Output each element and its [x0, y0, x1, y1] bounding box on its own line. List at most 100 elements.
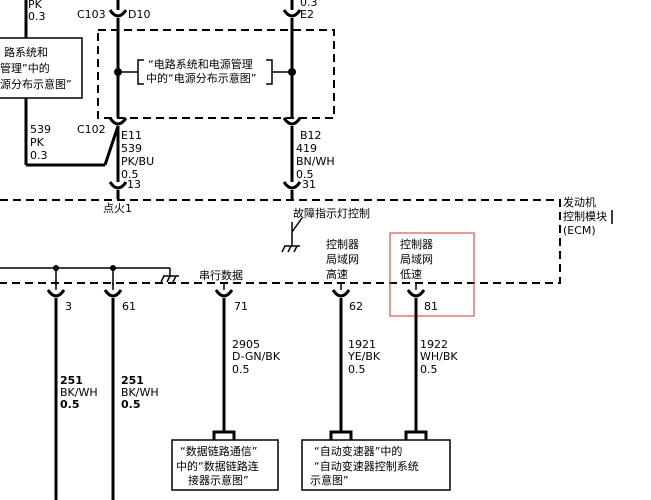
pin-81-connector	[406, 289, 426, 298]
ecm-label-line-1: 发动机	[563, 195, 596, 209]
ground-icon-hatch-2	[287, 245, 292, 253]
bottom-pins: 3 251 BK/WH 0.5 61 251 BK/WH 0.5 71 2905…	[46, 283, 458, 500]
pin-31-label: 31	[302, 178, 316, 191]
pin-61-circuit: 251	[121, 374, 144, 387]
ecm-dashed-outline	[0, 199, 561, 284]
bottom-ref-left-line-1: “数据链路通信”	[180, 444, 257, 458]
ground-icon-hatch-1	[281, 245, 286, 253]
ignition-label: 点火1	[103, 202, 132, 215]
top-left-lower-color: PK	[30, 136, 45, 149]
b12-connector	[282, 117, 302, 126]
right-connector-column: 0.3 E2 B12 419 BN/WH 0.5 31 故障指示灯控制	[281, 0, 370, 253]
center-left-splice	[114, 68, 122, 76]
top-left-color: PK	[28, 0, 43, 11]
pin-3-circuit: 251	[60, 374, 83, 387]
c103-connector	[108, 9, 128, 18]
center-ref-line-2: 中的“电源分布示意图”	[146, 71, 256, 85]
d10-label: D10	[128, 8, 150, 21]
bottom-ref-right-line-2: “自动变速器控制系统	[314, 459, 419, 473]
pin-62-circuit: 1921	[348, 338, 376, 351]
pin-13-connector	[108, 181, 128, 190]
pin-71-label: 71	[234, 300, 248, 313]
pin-61-color: BK/WH	[121, 386, 159, 399]
c102-connector	[108, 117, 128, 126]
mil-control-label: 故障指示灯控制	[293, 206, 370, 220]
bottom-ref-left: “数据链路通信” 中的“数据链路连 接器示意图”	[171, 430, 279, 491]
pin-3-label: 3	[65, 300, 72, 313]
bottom-ref-right-line-3: 示意图”	[310, 473, 349, 487]
serial-data-label: 串行数据	[199, 268, 243, 282]
pin-31-connector	[282, 181, 302, 190]
top-right-size: 0.3	[300, 0, 318, 9]
center-dashed-box	[97, 29, 335, 119]
mil-driver-switch	[291, 217, 303, 233]
pin-62-color: YE/BK	[347, 350, 381, 363]
top-left-lower-circuit: 539	[30, 123, 51, 136]
ecm-label-line-3: (ECM)	[563, 224, 596, 237]
pin-61-size: 0.5	[121, 398, 141, 411]
bottom-ref-left-terminal	[212, 430, 236, 440]
center-ref-bracket-right	[266, 59, 273, 85]
bn-wh-size: 0.5	[296, 168, 314, 181]
can-high-label-2: 局域网	[326, 253, 359, 266]
highlight-box	[389, 232, 475, 317]
top-left-ref-line-3: 源分布示意图”	[0, 77, 72, 91]
can-high-label-3: 高速	[326, 267, 348, 281]
bottom-ref-right-line-1: “自动变速器”中的	[314, 444, 402, 458]
pin-71-size: 0.5	[232, 363, 250, 376]
pin-81-color: WH/BK	[420, 350, 458, 363]
pin-62-connector	[331, 289, 351, 298]
top-left-ref-line-1: 路系统和	[4, 46, 48, 59]
top-left-section: PK 0.3 路系统和 管理”中的 源分布示意图” 539 PK 0.3	[0, 0, 105, 167]
top-left-ref-line-2: 管理”中的	[0, 61, 50, 75]
can-low-label-2: 局域网	[400, 253, 433, 266]
e2-connector	[282, 9, 302, 18]
center-ref-line-1: “电路系统和电源管理	[148, 57, 253, 71]
pin-61-label: 61	[122, 300, 136, 313]
pin-3-connector	[46, 289, 66, 298]
bottom-ref-right-terminal-2	[404, 430, 428, 440]
bottom-ref-right-terminal-1	[329, 430, 353, 440]
pin-81-size: 0.5	[420, 363, 438, 376]
pin-62-label: 62	[349, 300, 363, 313]
pin-62-size: 0.5	[348, 363, 366, 376]
e2-label: E2	[300, 8, 314, 21]
ground-icon-hatch-2	[166, 275, 171, 283]
ecm-label-line-2: 控制模块	[563, 209, 607, 223]
bottom-ref-left-line-3: 接器示意图”	[188, 473, 249, 487]
bottom-ref-left-line-2: 中的“数据链路连	[176, 459, 259, 473]
bottom-ref-right: “自动变速器”中的 “自动变速器控制系统 示意图”	[301, 430, 451, 491]
c102-label: C102	[77, 123, 106, 136]
ground-icon-hatch-1	[160, 275, 165, 283]
can-low-label-3: 低速	[400, 268, 422, 281]
c103-label: C103	[77, 8, 106, 21]
pin-13-label: 13	[127, 178, 141, 191]
pin-71-color: D-GN/BK	[232, 350, 281, 363]
pin-3-color: BK/WH	[60, 386, 98, 399]
pk-bu-color: PK/BU	[121, 155, 154, 168]
pin-71-connector	[214, 289, 234, 298]
pin-81-label: 81	[424, 300, 438, 313]
bn-wh-color: BN/WH	[296, 155, 335, 168]
bottom-ref-left-box	[171, 439, 279, 491]
b12-label: B12	[300, 129, 322, 142]
ground-icon-hatch-3	[172, 275, 177, 283]
c102-diagonal-wire	[103, 125, 120, 166]
can-high-label-1: 控制器	[326, 237, 359, 251]
top-left-lower-size: 0.3	[30, 149, 48, 162]
top-left-ref-box	[0, 37, 83, 99]
can-low-label-1: 控制器	[400, 237, 433, 251]
center-ref-section: “电路系统和电源管理 中的“电源分布示意图”	[97, 29, 335, 119]
pin-71-circuit: 2905	[232, 338, 260, 351]
ecm-module: 发动机 控制模块 (ECM) 串行数据 控制器 局域网 高速 控制器 局域网 低…	[0, 195, 613, 317]
pin-3-size: 0.5	[60, 398, 80, 411]
pin-81-circuit: 1922	[420, 338, 448, 351]
pin-61-connector	[103, 289, 123, 298]
pk-bu-size: 0.5	[121, 168, 139, 181]
top-left-size: 0.3	[28, 10, 46, 23]
ground-icon-hatch-3	[293, 245, 298, 253]
pk-bu-circuit: 539	[121, 142, 142, 155]
bn-wh-circuit: 419	[296, 142, 317, 155]
e11-label: E11	[121, 129, 142, 142]
